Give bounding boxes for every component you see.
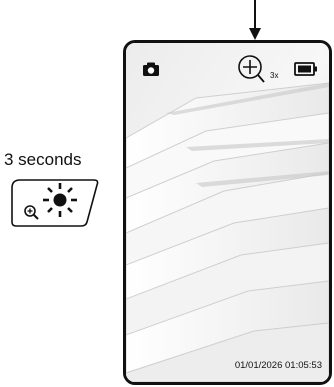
zoom-brightness-button[interactable] (10, 178, 100, 228)
timestamp: 01/01/2026 01:05:53 (235, 360, 322, 371)
hold-duration-label: 3 seconds (4, 150, 82, 170)
camera-view-image (126, 43, 329, 382)
brightness-icon (43, 183, 77, 217)
device-frame: 3x 01/01/2026 01:05:53 (123, 40, 332, 385)
battery-icon (294, 62, 318, 76)
zoom-level-label: 3x (270, 71, 278, 80)
arrow-down-icon (248, 0, 262, 42)
camera-icon (142, 61, 160, 77)
zoom-in-icon (234, 53, 280, 85)
